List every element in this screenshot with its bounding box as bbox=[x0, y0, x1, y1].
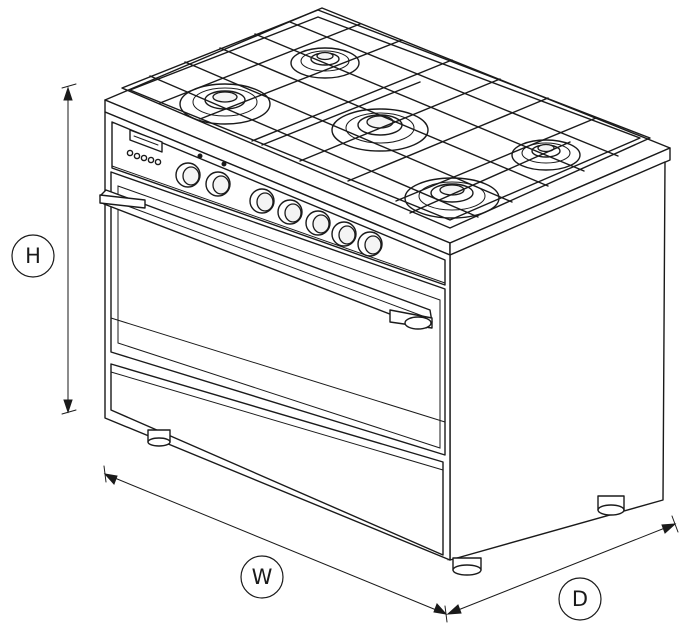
timer-button[interactable] bbox=[133, 152, 141, 160]
control-knob[interactable] bbox=[331, 221, 357, 247]
timer-button[interactable] bbox=[126, 149, 134, 157]
control-knob[interactable] bbox=[305, 210, 331, 236]
width-label: W bbox=[240, 555, 284, 599]
timer-button[interactable] bbox=[147, 156, 155, 164]
depth-dimension bbox=[446, 515, 679, 615]
control-knob[interactable] bbox=[357, 231, 383, 257]
oven-door bbox=[110, 171, 446, 456]
depth-label-text: D bbox=[572, 587, 588, 611]
width-label-text: W bbox=[252, 565, 273, 589]
timer-button[interactable] bbox=[154, 158, 162, 166]
oven-door-handle[interactable] bbox=[99, 189, 433, 330]
height-label: H bbox=[11, 234, 55, 278]
indicator-light bbox=[197, 153, 203, 159]
feet bbox=[147, 429, 625, 576]
height-dimension bbox=[61, 83, 77, 415]
timer-button[interactable] bbox=[140, 154, 148, 162]
foot bbox=[597, 495, 625, 516]
control-knobs bbox=[175, 162, 383, 257]
width-dimension bbox=[103, 465, 448, 623]
pan-support-grates bbox=[121, 9, 651, 229]
control-knob[interactable] bbox=[249, 188, 275, 214]
control-knob[interactable] bbox=[277, 199, 303, 225]
indicator-light bbox=[221, 161, 227, 167]
control-knob[interactable] bbox=[205, 171, 231, 197]
foot bbox=[147, 429, 171, 447]
foot bbox=[452, 557, 482, 576]
storage-drawer[interactable] bbox=[110, 363, 444, 556]
timer-buttons bbox=[126, 149, 162, 166]
depth-label: D bbox=[558, 577, 602, 621]
height-label-text: H bbox=[25, 244, 41, 268]
control-knob[interactable] bbox=[175, 162, 201, 188]
